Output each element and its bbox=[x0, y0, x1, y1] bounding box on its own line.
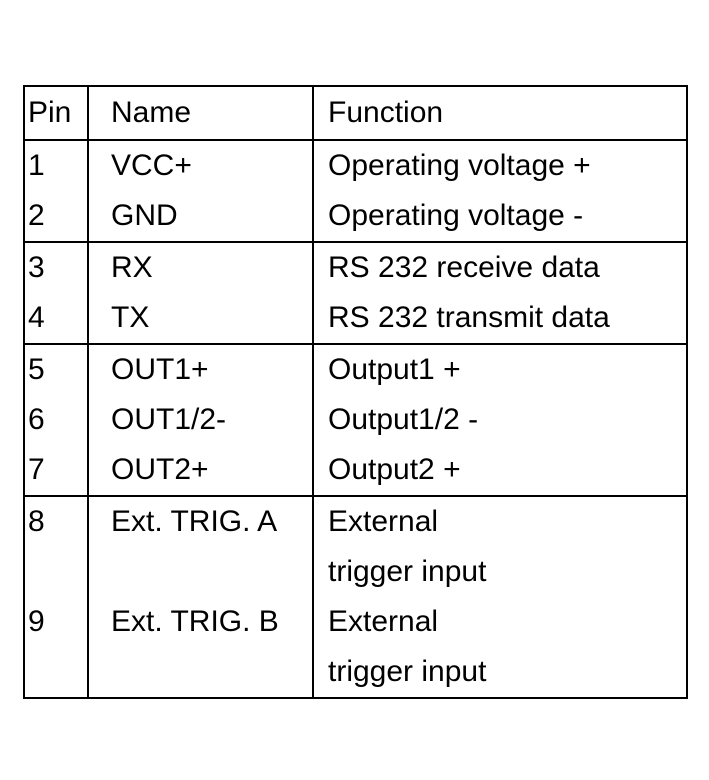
name-cell bbox=[88, 547, 314, 597]
table-row: 7 OUT2+ Output2 + bbox=[24, 445, 687, 496]
name-cell: RX bbox=[88, 241, 314, 293]
pin-cell: 4 bbox=[24, 293, 89, 344]
table-row: 8 Ext. TRIG. A External bbox=[24, 495, 687, 547]
function-cell: Output1/2 - bbox=[328, 403, 479, 436]
header-name: Name bbox=[88, 86, 314, 140]
pin-cell: 2 bbox=[24, 191, 89, 242]
name-cell: VCC+ bbox=[88, 139, 314, 191]
function-cell: RS 232 receive data bbox=[313, 241, 687, 293]
pin-cell: 3 bbox=[24, 241, 89, 293]
function-cell: Output2 + bbox=[328, 453, 461, 486]
function-cell: Operating voltage - bbox=[328, 199, 584, 232]
table-row: 6 OUT1/2- Output1/2 - bbox=[24, 395, 687, 445]
table-row: trigger input bbox=[24, 547, 687, 597]
name-cell: TX bbox=[88, 293, 314, 344]
header-function: Function bbox=[328, 96, 444, 129]
function-cell: External bbox=[313, 495, 687, 547]
name-cell bbox=[88, 647, 314, 698]
pin-assignment-table: Pin Name Function 1 VCC+ Operating volta… bbox=[23, 85, 688, 699]
function-cell: RS 232 transmit data bbox=[328, 301, 610, 334]
table-row: trigger input bbox=[24, 647, 687, 698]
pin-cell: 8 bbox=[24, 495, 89, 547]
pin-cell bbox=[24, 547, 89, 597]
pin-cell: 1 bbox=[24, 139, 89, 191]
table-row: 3 RX RS 232 receive data bbox=[24, 241, 687, 293]
table-row: 2 GND Operating voltage - bbox=[24, 191, 687, 242]
table-row: 1 VCC+ Operating voltage + bbox=[24, 139, 687, 191]
name-cell: Ext. TRIG. B bbox=[88, 597, 314, 647]
function-cell: trigger input bbox=[328, 655, 487, 688]
table-row: 4 TX RS 232 transmit data bbox=[24, 293, 687, 344]
name-cell: Ext. TRIG. A bbox=[88, 495, 314, 547]
table-row: 9 Ext. TRIG. B External bbox=[24, 597, 687, 647]
pin-cell bbox=[24, 647, 89, 698]
table-row: 5 OUT1+ Output1 + bbox=[24, 343, 687, 395]
pin-cell: 5 bbox=[24, 343, 89, 395]
function-cell: Operating voltage + bbox=[313, 139, 687, 191]
name-cell: OUT1/2- bbox=[88, 395, 314, 445]
pin-cell: 7 bbox=[24, 445, 89, 496]
name-cell: OUT2+ bbox=[88, 445, 314, 496]
header-pin: Pin bbox=[24, 86, 89, 140]
pin-cell: 6 bbox=[24, 395, 89, 445]
name-cell: OUT1+ bbox=[88, 343, 314, 395]
function-cell: trigger input bbox=[328, 555, 487, 588]
function-cell: External bbox=[328, 605, 439, 638]
pin-cell: 9 bbox=[24, 597, 89, 647]
name-cell: GND bbox=[88, 191, 314, 242]
table-header-row: Pin Name Function bbox=[24, 86, 687, 140]
function-cell: Output1 + bbox=[313, 343, 687, 395]
